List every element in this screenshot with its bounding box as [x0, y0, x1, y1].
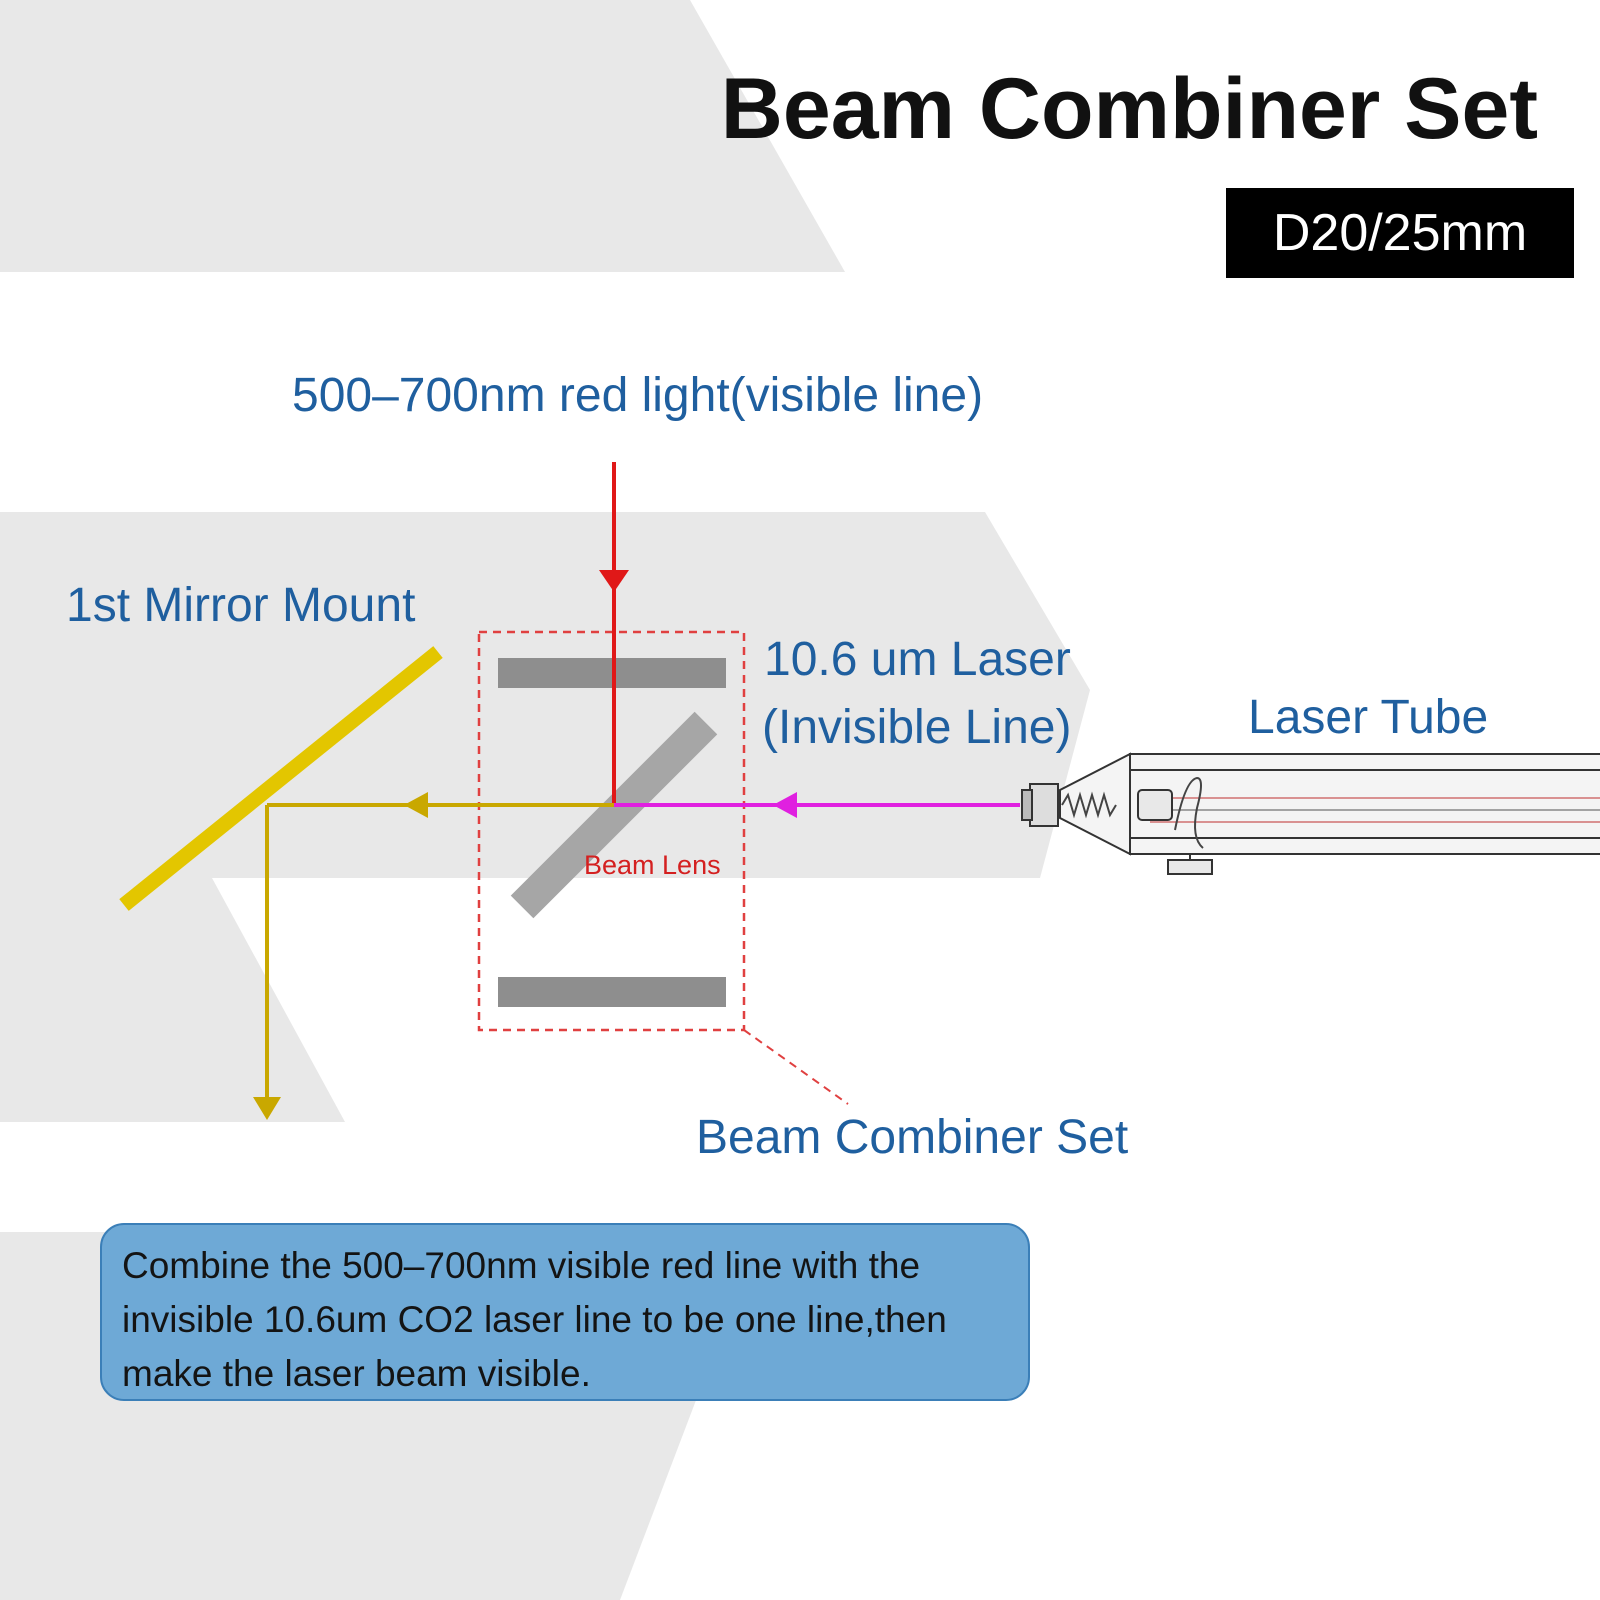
tube-electrode-wire [1174, 776, 1204, 849]
combined-beam-arrow-left [404, 792, 428, 818]
laser-tube-label: Laser Tube [1248, 691, 1489, 744]
top-gray-band [0, 0, 845, 272]
laser-tube [1021, 752, 1600, 875]
description-note: Combine the 500–700nm visible red line w… [100, 1223, 1030, 1401]
mirror-mount-label: 1st Mirror Mount [66, 579, 416, 632]
page-title: Beam Combiner Set [720, 61, 1538, 157]
size-badge: D20/25mm [1226, 188, 1574, 278]
beam-lens-label: Beam Lens [584, 850, 721, 880]
middle-gray-band [0, 512, 1090, 1122]
combiner-set-label: Beam Combiner Set [696, 1111, 1129, 1164]
beam-lens-element [510, 711, 718, 919]
co2-laser-label: 10.6 um Laser [764, 633, 1071, 686]
co2-laser-sublabel: (Invisible Line) [762, 701, 1072, 754]
combiner-bottom-plate [498, 977, 726, 1007]
tube-nozzle [1029, 783, 1059, 827]
red-light-label: 500–700nm red light(visible line) [292, 369, 984, 422]
tube-electrode [1137, 789, 1173, 821]
first-mirror [119, 646, 443, 911]
tube-water-port [1167, 859, 1213, 875]
combiner-dashed-box [477, 630, 746, 1032]
red-light-arrow [599, 570, 629, 592]
combiner-leader-line [743, 1029, 849, 1105]
tube-spring [1061, 791, 1117, 819]
tube-nozzle-cap [1021, 789, 1033, 821]
co2-laser-arrow [773, 792, 797, 818]
combined-beam-arrow-down [253, 1097, 281, 1120]
